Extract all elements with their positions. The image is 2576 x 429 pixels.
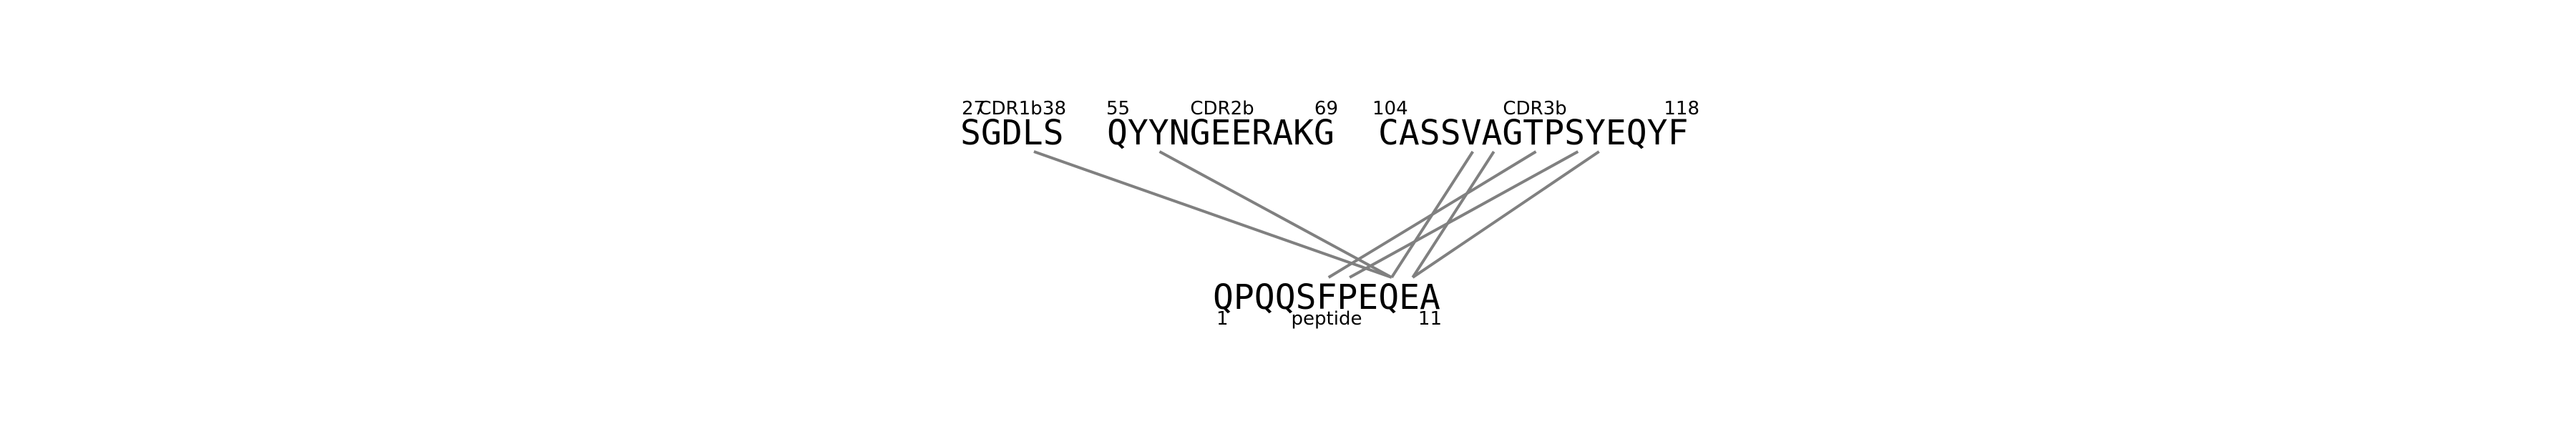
cdr1-sequence: SGDLS (960, 113, 1064, 153)
cdr1-end-number: 38 (1043, 98, 1066, 119)
contact-line-2 (1158, 150, 1392, 279)
cdr2-end-number: 69 (1314, 98, 1338, 119)
cdr2-label: CDR2b (1190, 98, 1254, 119)
cdr1-label: CDR1b (978, 98, 1042, 119)
contact-lines (1033, 150, 1600, 279)
contact-line-6 (1349, 150, 1579, 279)
contact-line-7 (1412, 150, 1600, 279)
peptide-sequence: QPQQSFPEQEA (1213, 277, 1440, 317)
cdr3-label: CDR3b (1503, 98, 1566, 119)
contact-line-1 (1033, 150, 1392, 279)
cdr3-end-number: 118 (1664, 98, 1699, 119)
peptide-end-number: 11 (1418, 308, 1442, 330)
peptide-start-number: 1 (1216, 308, 1229, 330)
contact-line-4 (1411, 150, 1496, 279)
cdr2-start-number: 55 (1106, 98, 1130, 119)
peptide-label: peptide (1292, 308, 1362, 330)
contact-line-5 (1327, 150, 1537, 279)
cdr3-sequence: CASSVAGTPSYEQYF (1378, 113, 1688, 153)
cdr3-start-number: 104 (1372, 98, 1408, 119)
cdr2-sequence: QYYNGEERAKG (1107, 113, 1335, 153)
cdr1-start-number: 27 (962, 98, 985, 119)
